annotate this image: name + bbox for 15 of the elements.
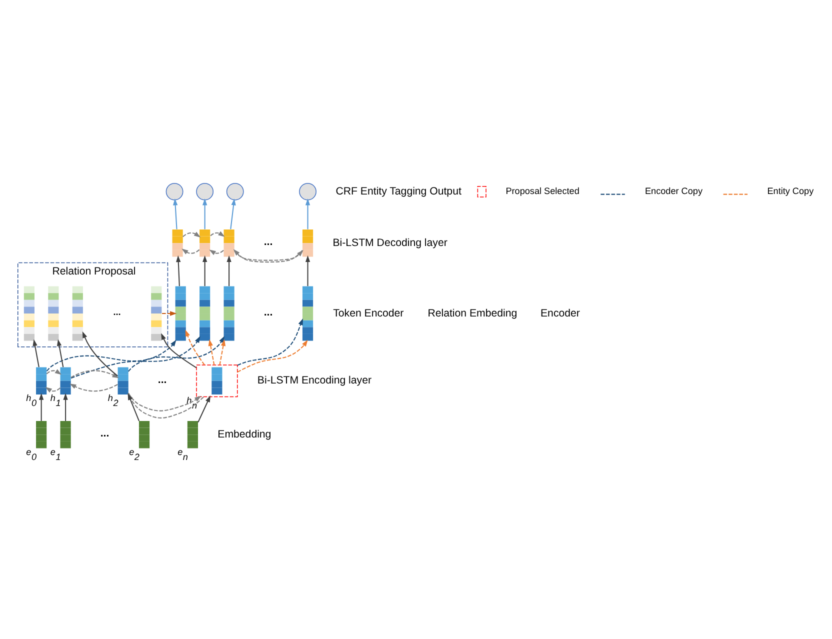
legend-label: Encoder Copy xyxy=(644,186,702,196)
label: ... xyxy=(264,236,273,248)
label: ... xyxy=(100,427,110,440)
label: ... xyxy=(113,306,121,317)
label: Token Encoder xyxy=(333,306,404,319)
label: Bi-LSTM Encoding layer xyxy=(257,374,372,386)
legend-label: Entity Copy xyxy=(767,186,814,196)
label: ... xyxy=(264,306,273,318)
label: Bi-LSTM Decoding layer xyxy=(332,236,448,248)
label: Encoder xyxy=(540,306,580,319)
legend-label: Proposal Selected xyxy=(506,186,580,196)
label: Embedding xyxy=(218,428,272,440)
label: Relation Embeding xyxy=(428,306,518,319)
label: ... xyxy=(158,373,167,386)
label: CRF Entity Tagging Output xyxy=(336,184,462,197)
